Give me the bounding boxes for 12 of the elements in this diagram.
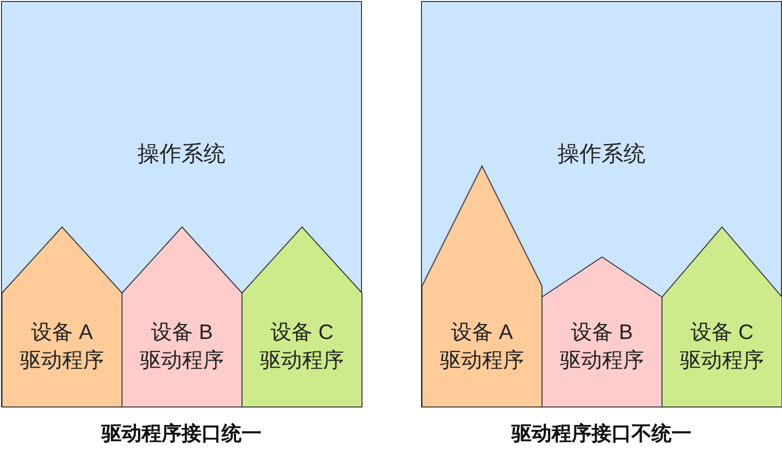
- caption: 驱动程序接口统一: [100, 422, 262, 447]
- driver-label: 设备 C 驱动程序: [259, 320, 345, 374]
- driver-label: 设备 A 驱动程序: [19, 320, 105, 374]
- system-label: 操作系统: [556, 140, 646, 168]
- caption: 驱动程序接口不统一: [510, 422, 692, 447]
- driver-label: 设备 B 驱动程序: [559, 320, 645, 374]
- os-panel: [421, 1, 782, 407]
- driver-label: 设备 A 驱动程序: [439, 320, 525, 374]
- system-label: 操作系统: [136, 140, 226, 168]
- os-panel: [1, 1, 362, 407]
- driver-label: 设备 C 驱动程序: [679, 320, 765, 374]
- driver-label: 设备 B 驱动程序: [139, 320, 225, 374]
